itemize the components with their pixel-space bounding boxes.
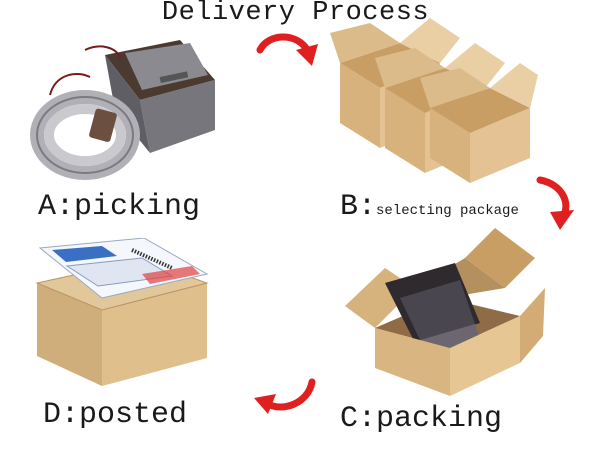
step-b-prefix: B: xyxy=(340,190,377,224)
step-c-caption: C:packing xyxy=(340,402,503,436)
curved-arrow-icon xyxy=(256,33,318,66)
selecting-package-image xyxy=(330,18,538,183)
packing-image xyxy=(345,228,545,396)
page-title: Delivery Process xyxy=(161,0,430,28)
curved-arrow-icon xyxy=(254,378,316,414)
step-b-label: selecting package xyxy=(376,203,519,219)
step-a-caption: A:picking xyxy=(38,190,201,224)
curved-arrow-icon xyxy=(536,176,574,230)
step-d-caption: D:posted xyxy=(43,398,188,432)
picking-image xyxy=(30,40,215,180)
step-b-caption: B:selecting package xyxy=(340,190,519,224)
posted-image xyxy=(35,238,209,386)
